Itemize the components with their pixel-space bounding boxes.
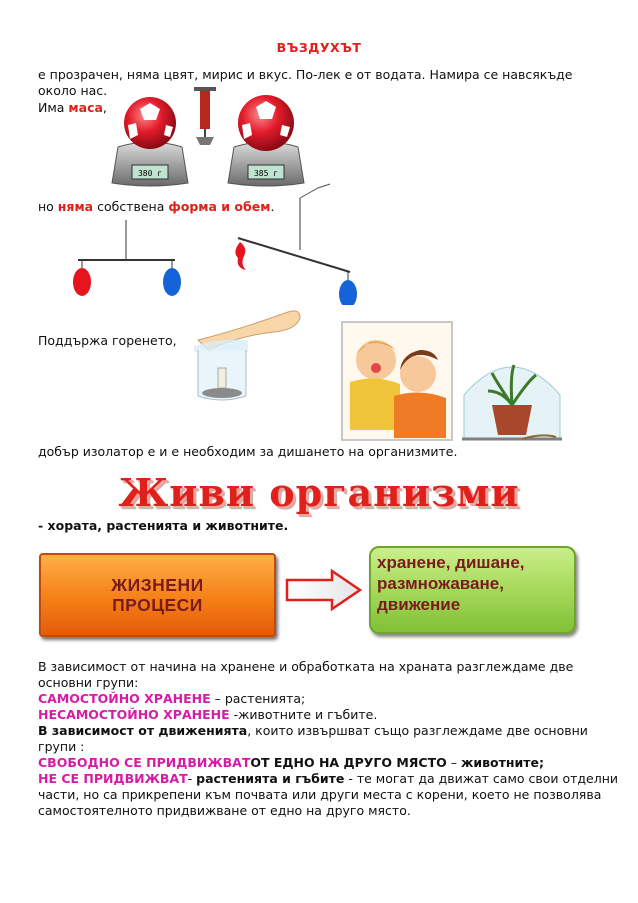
arrow-right-icon — [285, 568, 363, 612]
mass-line: Има маса, — [38, 100, 107, 116]
plant-dome-illustration — [462, 364, 562, 441]
shape-mid: собствена — [93, 199, 169, 214]
fixed-rest: - те могат да движат само свои отделни — [344, 771, 619, 786]
shape-suffix: . — [270, 199, 275, 214]
pump-icon — [194, 87, 216, 145]
free-moving-dash: – — [446, 755, 461, 770]
insulator-line: добър изолатор е и е необходим за дишане… — [38, 444, 458, 459]
scale-right-reading: 385 г — [254, 169, 278, 178]
fixed-term: НЕ СЕ ПРИДВИЖВАТ — [38, 771, 188, 786]
life-processes-line-1: ЖИЗНЕНИ — [111, 575, 204, 595]
heterotroph-term: НЕСАМОСТОЙНО ХРАНЕНЕ — [38, 707, 230, 722]
movement-lead: В зависимост от движенията — [38, 723, 248, 738]
living-organisms-title: Живи организми — [118, 470, 520, 515]
intro-line-1: е прозрачен, няма цвят, мирис и вкус. По… — [38, 67, 573, 82]
candle-jar-illustration — [194, 310, 301, 401]
living-organisms-subtitle: - хората, растенията и животните. — [38, 518, 289, 533]
fixed-line: НЕ СЕ ПРИДВИЖВАТ- растенията и гъбите - … — [38, 771, 618, 787]
shape-word-form: форма и обем — [168, 199, 271, 214]
scale-left-reading: 380 г — [138, 169, 162, 178]
ball-left — [124, 97, 176, 149]
shape-line: но няма собствена форма и обем. — [38, 199, 274, 215]
free-moving-term: СВОБОДНО СЕ ПРИДВИЖВАТ — [38, 755, 251, 770]
processes-list-line-1: хранене, дишане, — [377, 553, 525, 572]
autotroph-term: САМОСТОЙНО ХРАНЕНЕ — [38, 691, 211, 706]
intro-line-2: около нас. — [38, 83, 108, 98]
burning-line: Поддържа горенето, — [38, 333, 177, 348]
movement-rest: , които извършват също разглеждаме две о… — [247, 723, 588, 738]
processes-list-line-3: движение — [377, 595, 461, 614]
life-processes-line-2: ПРОЦЕСИ — [112, 595, 203, 615]
balloon-balance-illustration — [73, 183, 357, 305]
children-illustration — [341, 321, 453, 441]
mass-prefix: Има — [38, 100, 69, 115]
autotroph-line: САМОСТОЙНО ХРАНЕНЕ – растенията; — [38, 691, 305, 707]
autotroph-rest: – растенията; — [210, 691, 306, 706]
heterotroph-rest: -животните и гъбите. — [229, 707, 378, 722]
mass-suffix: , — [102, 100, 107, 115]
movement-line-1: В зависимост от движенията, които извърш… — [38, 723, 588, 739]
scale-left: 380 г — [111, 141, 189, 187]
fixed-bold: растенията и гъбите — [196, 771, 345, 786]
free-moving-line: СВОБОДНО СЕ ПРИДВИЖВАТОТ ЕДНО НА ДРУГО М… — [38, 755, 544, 771]
fixed-dash: - — [187, 771, 197, 786]
heterotroph-line: НЕСАМОСТОЙНО ХРАНЕНЕ -животните и гъбите… — [38, 707, 377, 723]
scales-illustration: 380 г 385 г — [111, 87, 305, 187]
movement-line-2: групи : — [38, 739, 85, 754]
movement-line-5: части, но са прикрепени към почвата или … — [38, 787, 602, 802]
processes-list-line-2: размножаване, — [377, 574, 504, 593]
shape-word-no: няма — [57, 199, 94, 214]
balance-level — [73, 220, 181, 296]
nutrition-line-1: В зависимост от начина на хранене и обра… — [38, 659, 574, 674]
shape-prefix: но — [38, 199, 58, 214]
scale-right: 385 г — [227, 141, 305, 187]
mass-word: маса — [68, 100, 103, 115]
balance-tilted — [235, 183, 357, 305]
movement-line-6: самостоятелното придвижване от едно на д… — [38, 803, 411, 818]
life-processes-list-box: хранене, дишане, размножаване, движение — [369, 546, 576, 634]
ball-right — [238, 95, 294, 151]
page-title: ВЪЗДУХЪТ — [276, 40, 362, 55]
free-moving-mid: ОТ ЕДНО НА ДРУГО МЯСТО — [250, 755, 447, 770]
nutrition-line-2: основни групи: — [38, 675, 139, 690]
free-moving-rest: животните; — [460, 755, 544, 770]
